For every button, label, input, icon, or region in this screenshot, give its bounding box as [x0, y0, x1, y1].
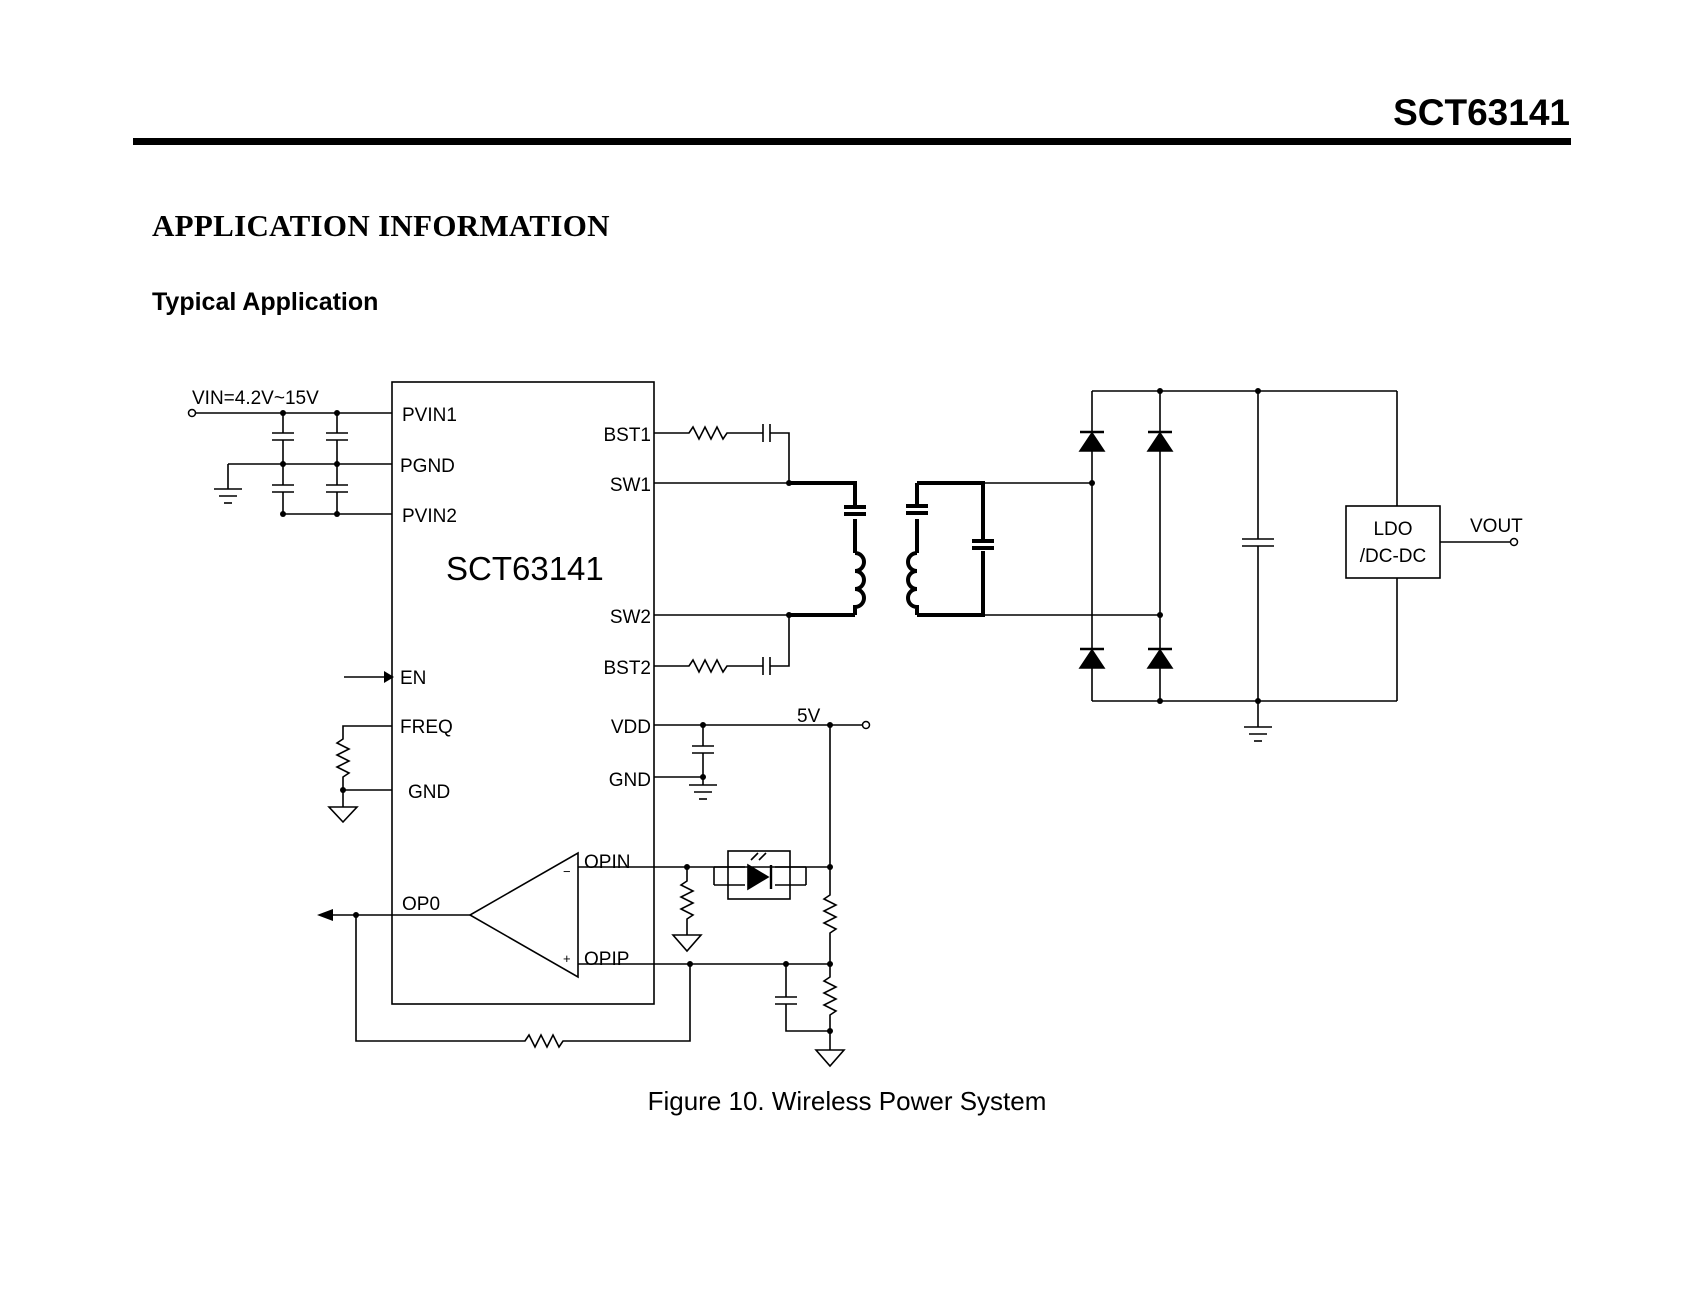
chip-name: SCT63141	[446, 550, 604, 587]
divider-resistor-bottom	[822, 964, 838, 1031]
rail-5v-label: 5V	[797, 706, 821, 727]
pin-bst1: BST1	[603, 425, 651, 446]
vin-label: VIN=4.2V~15V	[192, 388, 319, 409]
led-icon	[747, 863, 770, 891]
rectifier-diode-3	[1078, 648, 1106, 669]
vout-label: VOUT	[1470, 516, 1523, 537]
5v-terminal	[861, 720, 871, 730]
opin-pulldown-resistor	[679, 867, 695, 935]
pin-sw2: SW2	[610, 607, 651, 628]
figure-caption: Figure 10. Wireless Power System	[647, 1086, 1047, 1116]
opamp-minus-sign: −	[563, 864, 571, 879]
rectifier-diode-1	[1078, 431, 1106, 452]
op0-output-arrow	[317, 909, 333, 921]
subsection-title: Typical Application	[152, 288, 379, 316]
pin-freq: FREQ	[400, 717, 453, 738]
pin-sw1: SW1	[610, 475, 651, 496]
ldo-dcdc-box	[1345, 505, 1441, 579]
pin-op0: OP0	[402, 894, 440, 915]
ground-symbol-freq	[327, 806, 359, 824]
photo-sensor-box	[727, 850, 791, 900]
input-capacitor-2	[326, 413, 348, 514]
ground-symbol-input	[214, 464, 242, 504]
ldo-label-line1: LDO	[1373, 519, 1412, 540]
divider-resistor-top	[822, 867, 838, 964]
freq-resistor	[335, 725, 392, 791]
part-number: SCT63141	[1393, 92, 1570, 133]
bst2-resistor	[654, 658, 763, 674]
rectifier-diode-4	[1146, 648, 1174, 669]
input-capacitor-1	[272, 413, 294, 514]
pin-pvin2: PVIN2	[402, 506, 457, 527]
chip-body	[391, 381, 655, 1005]
pin-gnd-right: GND	[609, 770, 651, 791]
feedback-resistor	[355, 915, 691, 1049]
pin-opip: OPIP	[584, 949, 629, 970]
ground-symbol-opin	[671, 934, 703, 953]
rectifier-diode-2	[1146, 431, 1174, 452]
vin-terminal	[187, 408, 197, 418]
bst1-resistor	[654, 425, 763, 441]
junction-dots	[280, 388, 1261, 1034]
pin-en: EN	[400, 668, 426, 689]
header-rule	[133, 138, 1571, 145]
pin-pvin1: PVIN1	[402, 405, 457, 426]
opamp-plus-sign: +	[563, 951, 571, 966]
pin-gnd-left: GND	[408, 782, 450, 803]
ldo-label-line2: /DC-DC	[1360, 546, 1427, 567]
vout-terminal	[1509, 537, 1519, 547]
secondary-coil	[906, 481, 985, 617]
section-title: APPLICATION INFORMATION	[152, 208, 610, 243]
en-arrow-head	[384, 671, 394, 683]
primary-coil	[789, 481, 866, 617]
op-amp	[468, 851, 579, 979]
pin-opin: OPIN	[584, 852, 630, 873]
ground-symbol-divider	[814, 1049, 846, 1068]
pin-vdd: VDD	[611, 717, 651, 738]
pin-pgnd: PGND	[400, 456, 455, 477]
pin-bst2: BST2	[603, 658, 651, 679]
